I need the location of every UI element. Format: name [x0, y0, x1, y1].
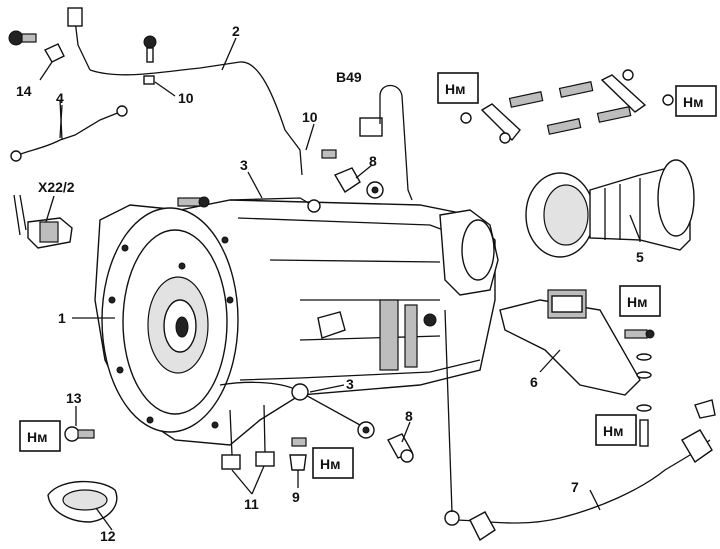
flex-coupling [525, 159, 695, 258]
callout-9: 9 [292, 489, 300, 505]
transmission-housing [94, 199, 499, 446]
callout-10-right: 10 [302, 109, 318, 125]
callout-2: 2 [232, 23, 240, 39]
torque-box-3: Нм [619, 285, 661, 317]
connector-x22 [13, 194, 73, 249]
svg-text:Нм: Нм [683, 94, 703, 110]
bolt-and-clip [8, 30, 65, 81]
torque-box-5: Нм [19, 420, 61, 452]
mount-bolts [460, 69, 674, 144]
svg-text:Нм: Нм [27, 429, 47, 445]
clips-11 [221, 404, 275, 470]
pipe-3-lower [219, 381, 375, 439]
svg-text:Нм: Нм [627, 294, 647, 310]
dipstick-tube [67, 7, 303, 176]
torque-box-1: Нм [437, 72, 479, 104]
connector-b49 [359, 84, 413, 201]
cover-12 [47, 480, 118, 523]
shift-cable [444, 309, 716, 542]
mount-fasteners [636, 353, 652, 447]
leader-lines [45, 37, 641, 531]
callout-10-left: 10 [178, 90, 194, 106]
drain-plug-9 [289, 437, 307, 471]
callout-12: 12 [100, 528, 116, 544]
callout-6: 6 [530, 374, 538, 390]
callout-3-lower: 3 [346, 376, 354, 392]
callout-8-upper: 8 [369, 153, 377, 169]
label-b49: B49 [336, 69, 362, 85]
callout-1: 1 [58, 310, 66, 326]
pipe-3-upper [229, 197, 321, 213]
callout-8-lower: 8 [405, 408, 413, 424]
callout-5: 5 [636, 249, 644, 265]
svg-text:Нм: Нм [320, 456, 340, 472]
svg-text:Нм: Нм [445, 81, 465, 97]
callout-11: 11 [244, 496, 259, 512]
cable-4 [10, 99, 128, 162]
callout-14: 14 [16, 83, 32, 99]
callout-7: 7 [571, 479, 579, 495]
svg-text:Нм: Нм [603, 423, 623, 439]
bolt-13 [64, 426, 95, 442]
torque-box-4: Нм [595, 414, 637, 446]
transmission-mount [499, 289, 655, 396]
torque-box-2: Нм [675, 85, 717, 117]
callout-13: 13 [66, 390, 82, 406]
torque-box-6: Нм [312, 447, 354, 479]
plug-8-lower [387, 433, 414, 463]
callout-3-upper: 3 [240, 157, 248, 173]
label-x22-2: X22/2 [38, 179, 75, 195]
bolt-top-housing [177, 196, 210, 208]
bolt-8-upper [321, 149, 384, 199]
callout-4: 4 [56, 90, 64, 106]
